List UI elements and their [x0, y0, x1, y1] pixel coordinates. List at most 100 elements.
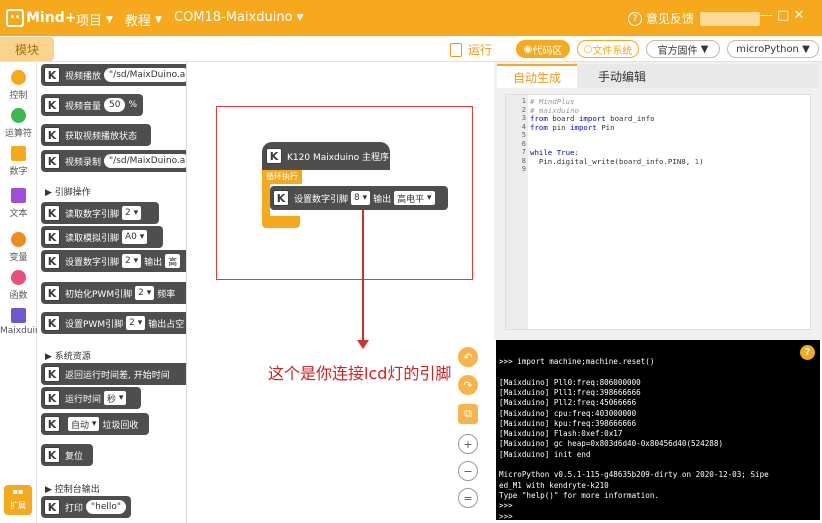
- block-label: 设置数字引脚: [294, 194, 349, 205]
- block-dropdown[interactable]: 2 ▾: [122, 206, 142, 220]
- section-pins: ▶ 引脚操作: [45, 188, 91, 198]
- redo-icon: ↷: [463, 378, 473, 392]
- block-label: 返回运行时间差, 开始时间: [65, 370, 170, 381]
- help-button[interactable]: ?: [800, 345, 815, 360]
- dropdown-value: 2: [138, 288, 144, 298]
- serial-terminal[interactable]: >>> import machine;machine.reset() [Maixd…: [496, 340, 820, 521]
- block-label: 输出: [373, 194, 392, 205]
- zoom-in-button[interactable]: +: [458, 434, 478, 454]
- block-forever-loop[interactable]: 循环执行: [262, 170, 302, 184]
- feedback-link[interactable]: ?意见反馈: [628, 10, 694, 27]
- k-icon: K: [44, 390, 60, 406]
- code-line: from board import board_info: [530, 114, 655, 123]
- block-arg[interactable]: 50: [104, 98, 126, 112]
- block-dropdown[interactable]: 2 ▾: [135, 286, 155, 300]
- zoom-out-icon: −: [463, 464, 473, 478]
- menu-tutorial[interactable]: 教程▼: [125, 10, 162, 29]
- file-system-toggle[interactable]: ○ 文件系统: [577, 40, 639, 58]
- serial-line: >>> import machine;machine.reset(): [499, 357, 655, 366]
- function-icon: [11, 270, 26, 285]
- menu-device[interactable]: COM18-Maixduino▼: [174, 10, 303, 25]
- category-text[interactable]: 文本: [0, 188, 37, 219]
- pin-dropdown[interactable]: 8 ▾: [351, 191, 371, 205]
- block-dropdown[interactable]: 秒 ▾: [104, 391, 127, 405]
- menu-project[interactable]: 项目▼: [76, 10, 113, 29]
- dropdown-value: 2: [125, 256, 131, 266]
- zoom-out-button[interactable]: −: [458, 461, 478, 481]
- cleanup-button[interactable]: ⧉: [458, 404, 478, 424]
- category-control[interactable]: 控制: [0, 70, 37, 101]
- level-dropdown[interactable]: 高电平 ▾: [394, 191, 435, 205]
- category-variable[interactable]: 变量: [0, 232, 37, 263]
- language-switch[interactable]: [700, 12, 760, 26]
- tab-blocks[interactable]: 模块: [0, 37, 54, 61]
- k-icon: K: [44, 67, 60, 83]
- arrow-line: [362, 210, 364, 346]
- category-maixduino[interactable]: Maixduino: [0, 308, 46, 336]
- block-dropdown[interactable]: 2 ▾: [126, 316, 146, 330]
- category-function[interactable]: 函数: [0, 270, 37, 301]
- code-area-toggle[interactable]: ◉ 代码区: [516, 40, 570, 58]
- block-arg[interactable]: "/sd/MaixDuino.a: [104, 68, 186, 82]
- code-line: while True:: [530, 148, 579, 157]
- category-label: 函数: [9, 291, 28, 301]
- undo-button[interactable]: ↶: [458, 347, 478, 367]
- k-icon: K: [44, 499, 60, 515]
- line-number: 4: [521, 122, 526, 131]
- code-line: # MindPlus: [530, 97, 575, 106]
- section-console: ▶ 控制台输出: [45, 485, 100, 495]
- block-label: 频率: [157, 289, 176, 300]
- k-icon: K: [266, 148, 282, 164]
- block-label: 读取模拟引脚: [65, 233, 120, 244]
- dropdown-value: 8: [354, 193, 360, 203]
- official-firmware-select[interactable]: 官方固件 ▼: [646, 40, 720, 58]
- block-dropdown[interactable]: 自动 ▾: [68, 417, 100, 431]
- script-workspace[interactable]: [188, 62, 494, 523]
- block-dropdown[interactable]: 2 ▾: [122, 254, 142, 268]
- category-operators[interactable]: 运算符: [0, 108, 37, 139]
- run-button[interactable]: 运行: [450, 41, 492, 58]
- micropython-select[interactable]: microPython ▼: [727, 40, 819, 58]
- serial-line: >>>: [499, 511, 513, 521]
- block-dropdown[interactable]: A0 ▾: [122, 230, 148, 244]
- k-icon: K: [44, 97, 60, 113]
- dropdown-value: 秒: [107, 394, 117, 405]
- text-icon: [11, 188, 26, 203]
- loop-arm: [262, 184, 270, 224]
- annotation-text: 这个是你连接lcd灯的引脚: [268, 364, 452, 383]
- zoom-reset-button[interactable]: =: [458, 488, 478, 508]
- serial-line: [Maixduino] kpu:freq:398666666: [499, 418, 637, 428]
- k-icon: K: [44, 229, 60, 245]
- line-gutter: [506, 95, 528, 329]
- block-dropdown[interactable]: 高: [165, 254, 181, 268]
- tab-manual-edit[interactable]: 手动编辑: [597, 69, 646, 84]
- tab-auto-generate[interactable]: 自动生成: [497, 64, 577, 88]
- category-label: 数字: [9, 167, 28, 177]
- block-arg[interactable]: "/sd/MaixDuino.a: [104, 154, 186, 168]
- k-icon: K: [44, 153, 60, 169]
- serial-line: MicroPython v0.5.1-115-g48635b209-dirty …: [499, 470, 769, 480]
- redo-button[interactable]: ↷: [458, 375, 478, 395]
- extension-button[interactable]: ▪▪扩展: [4, 485, 32, 515]
- block-arg[interactable]: "hello": [86, 500, 127, 514]
- code-editor[interactable]: [505, 94, 811, 330]
- category-number[interactable]: 数字: [0, 146, 37, 177]
- window-controls[interactable]: — □ ✕: [760, 8, 805, 23]
